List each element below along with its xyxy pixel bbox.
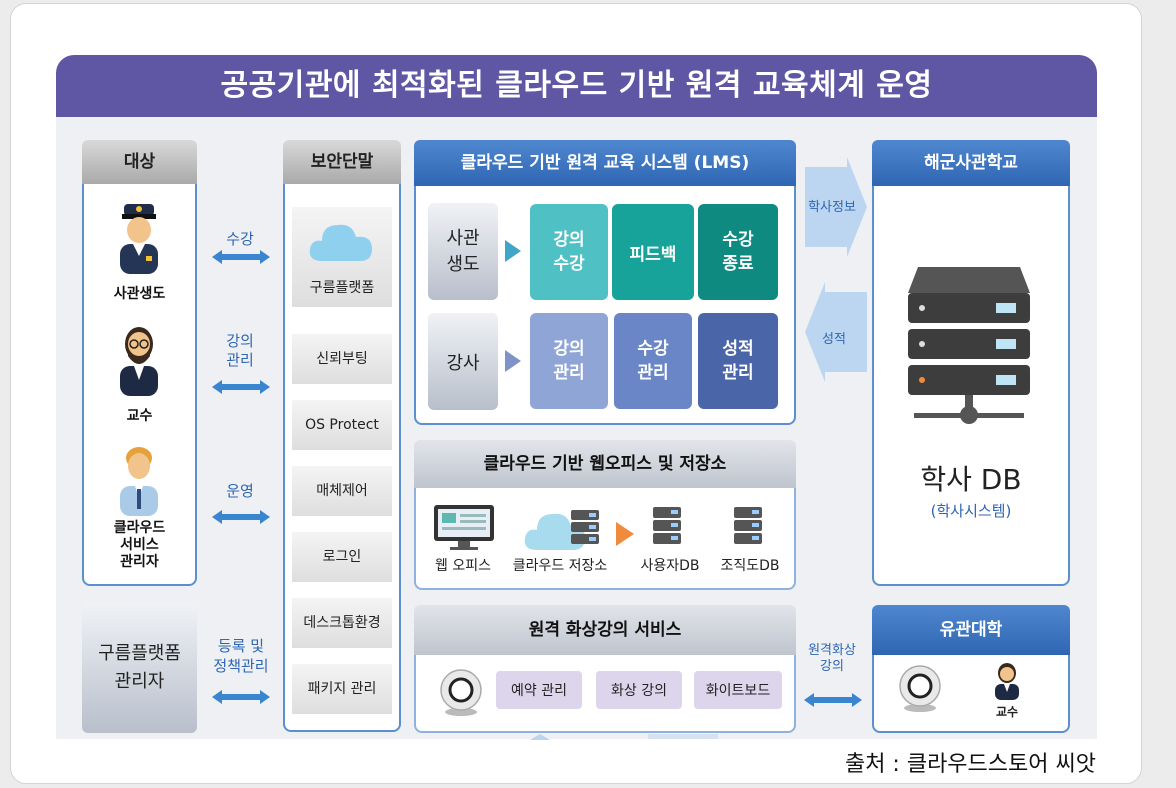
lms-cadet-label: 사관 생도 [428,203,498,300]
source-caption: 출처 : 클라우드스토어 씨앗 [844,752,1096,777]
office-header: 클라우드 기반 웹오피스 및 저장소 [414,440,796,488]
user-db-icon [652,505,682,549]
connector-label-register: 등록 및 정책관리 [213,637,269,675]
left-arrow-icon [805,282,867,382]
cloud-admin-box: 구름플랫폼 관리자 [82,603,197,733]
orange-arrow-icon [616,522,634,546]
play-arrow-icon [505,240,521,262]
terminal-item-media-control: 매체제어 [292,466,392,516]
univ-professor-label: 교수 [995,705,1019,719]
connector-label-enroll: 수강 [226,230,254,248]
terminal-item-label: 구름플랫폼 [309,280,375,296]
flow-feedback: 피드백 [612,204,694,300]
up-arrow-icon [520,734,560,740]
person-label-admin: 클라우드 서비스 관리자 [113,520,166,570]
video-item-lecture: 화상 강의 [596,671,682,709]
flow-enrollment-mgmt: 수강 관리 [614,313,692,409]
admin-icon [116,442,162,518]
video-header: 원격 화상강의 서비스 [414,605,796,655]
office-label-web-office: 웹 오피스 [435,558,491,574]
double-arrow-icon [804,693,862,707]
flow-lecture-attend: 강의 수강 [530,204,608,300]
flow-lecture-mgmt: 강의 관리 [530,313,608,409]
person-label-professor: 교수 [126,408,153,424]
flow-grade-mgmt: 성적 관리 [698,313,778,409]
diagram-title: 공공기관에 최적화된 클라우드 기반 원격 교육체계 운영 [56,55,1097,117]
play-arrow-icon [505,350,521,372]
connector-label-lecture-mgmt: 강의 관리 [226,332,254,369]
office-label-user-db: 사용자DB [640,558,700,574]
academy-panel: 해군사관학교 [872,140,1070,586]
professor-small-icon [993,662,1021,700]
flow-course-end: 수강 종료 [698,204,778,300]
video-panel: 원격 화상강의 서비스 [414,605,796,733]
arrow-label-grades: 성적 [822,332,846,347]
person-label-cadet: 사관생도 [113,286,166,302]
terminal-item-trusted-boot: 신뢰부팅 [292,334,392,384]
video-item-whiteboard: 화이트보드 [694,671,782,709]
academy-db-subtitle: (학사시스템) [930,502,1012,520]
terminal-item-desktop: 데스크톱환경 [292,598,392,648]
academy-header: 해군사관학교 [872,140,1070,186]
cloud-storage-icon [523,502,609,554]
target-header: 대상 [82,140,197,184]
professor-icon [116,322,162,398]
office-label-org-db: 조직도DB [720,558,780,574]
connector-label-operate: 운영 [226,482,254,500]
double-arrow-icon [212,510,270,524]
secure-terminal-header: 보안단말 [283,140,401,184]
arrow-label-remote-lecture: 원격화상 강의 [808,643,856,674]
double-arrow-icon [212,380,270,394]
monitor-icon [432,503,496,551]
cadet-icon [116,200,162,276]
arrow-label-academic-info: 학사정보 [808,200,856,215]
univ-panel: 유관대학 [872,605,1070,733]
double-arrow-icon [212,250,270,264]
terminal-item-cloud: 구름플랫폼 [292,207,392,307]
video-item-reservation: 예약 관리 [496,671,582,709]
server-icon [904,263,1034,433]
cloud-icon [306,217,378,263]
univ-header: 유관대학 [872,605,1070,655]
double-arrow-icon [212,690,270,704]
lms-instructor-label: 강사 [428,313,498,410]
org-db-icon [733,505,763,549]
academy-db-title: 학사 DB [920,463,1022,496]
right-arrow-icon [805,157,867,257]
office-label-cloud-storage: 클라우드 저장소 [512,558,608,574]
lms-header: 클라우드 기반 원격 교육 시스템 (LMS) [414,140,796,186]
webcam-icon [439,668,483,716]
terminal-item-package: 패키지 관리 [292,664,392,714]
webcam-icon [898,664,942,712]
terminal-item-login: 로그인 [292,532,392,582]
bottom-bar [648,734,718,739]
terminal-item-os-protect: OS Protect [292,400,392,450]
